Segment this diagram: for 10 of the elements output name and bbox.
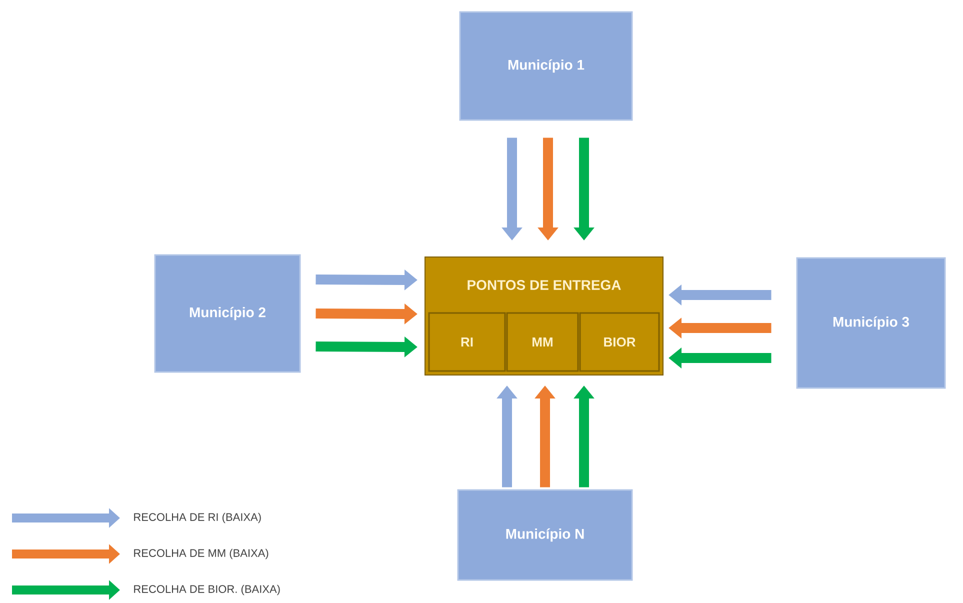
legend-label: RECOLHA DE RI (BAIXA) — [134, 512, 261, 524]
compartment-cell: BIOR — [579, 312, 660, 372]
municipality-box: Município 3 — [796, 257, 946, 389]
compartment-cell: MM — [506, 312, 579, 372]
legend-label: RECOLHA DE BIOR. (BAIXA) — [134, 584, 280, 596]
municipality-box: Município N — [457, 489, 633, 581]
legend-label: RECOLHA DE MM (BAIXA) — [134, 548, 268, 560]
municipality-box: Município 2 — [154, 254, 301, 373]
compartment-cell: RI — [428, 312, 506, 372]
municipality-box: Município 1 — [459, 11, 633, 121]
